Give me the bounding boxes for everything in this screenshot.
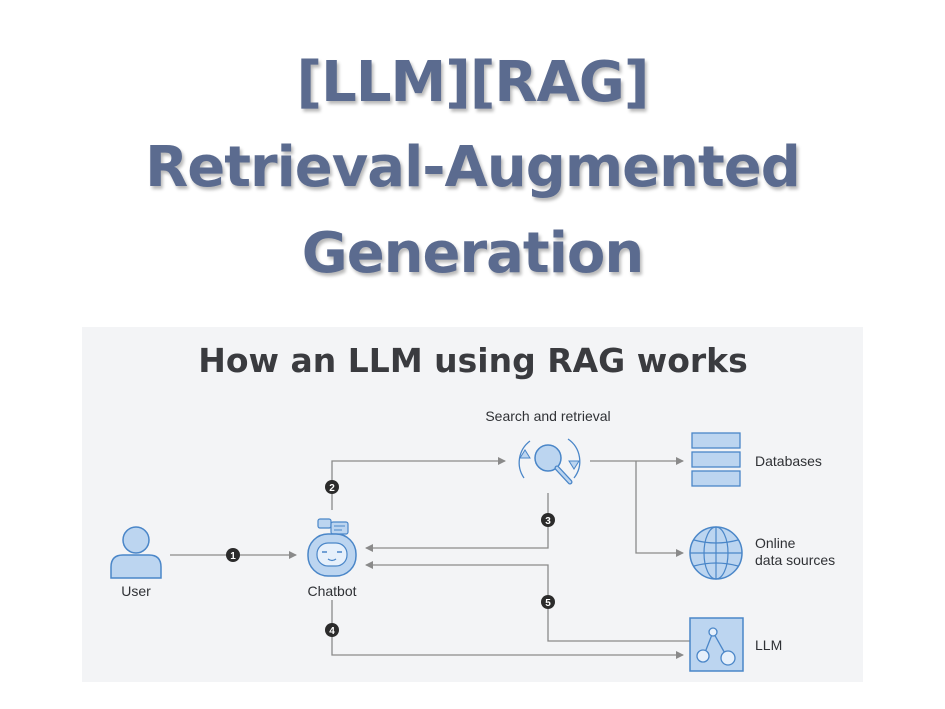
- arrow-search-to-online: [635, 461, 684, 557]
- title-line-2: Retrieval-Augmented: [145, 135, 801, 200]
- online-label-line1: Online: [755, 535, 796, 551]
- step-badge-3: 3: [541, 513, 555, 527]
- svg-text:4: 4: [329, 626, 335, 637]
- online-label-line2: data sources: [755, 552, 835, 568]
- user-label: User: [121, 583, 151, 599]
- step-badge-1: 1: [226, 548, 240, 562]
- title-line-3: Generation: [301, 221, 645, 286]
- diagram-heading: How an LLM using RAG works: [198, 341, 748, 380]
- svg-text:2: 2: [329, 483, 335, 494]
- arrow-search-to-chatbot: [365, 493, 549, 552]
- user-icon: [110, 526, 162, 579]
- connectors: [170, 457, 690, 659]
- chatbot-label: Chatbot: [307, 583, 356, 599]
- databases-label: Databases: [755, 453, 822, 469]
- svg-text:1: 1: [230, 551, 236, 562]
- globe-icon: [689, 526, 743, 580]
- arrow-chatbot-to-search: [331, 457, 506, 510]
- database-icon: [691, 432, 741, 487]
- title-line-1: [LLM][RAG]: [296, 50, 650, 115]
- search-retrieval-label: Search and retrieval: [485, 408, 610, 424]
- arrow-chatbot-to-llm: [331, 600, 684, 659]
- step-badge-2: 2: [325, 480, 339, 494]
- step-badge-5: 5: [541, 595, 555, 609]
- svg-text:3: 3: [545, 516, 551, 527]
- llm-label: LLM: [755, 637, 782, 653]
- svg-text:5: 5: [545, 598, 551, 609]
- chatbot-icon: [307, 518, 357, 577]
- arrow-llm-to-chatbot: [365, 561, 690, 642]
- search-retrieval-icon: [518, 438, 581, 485]
- step-badge-4: 4: [325, 623, 339, 637]
- llm-icon: [689, 617, 744, 672]
